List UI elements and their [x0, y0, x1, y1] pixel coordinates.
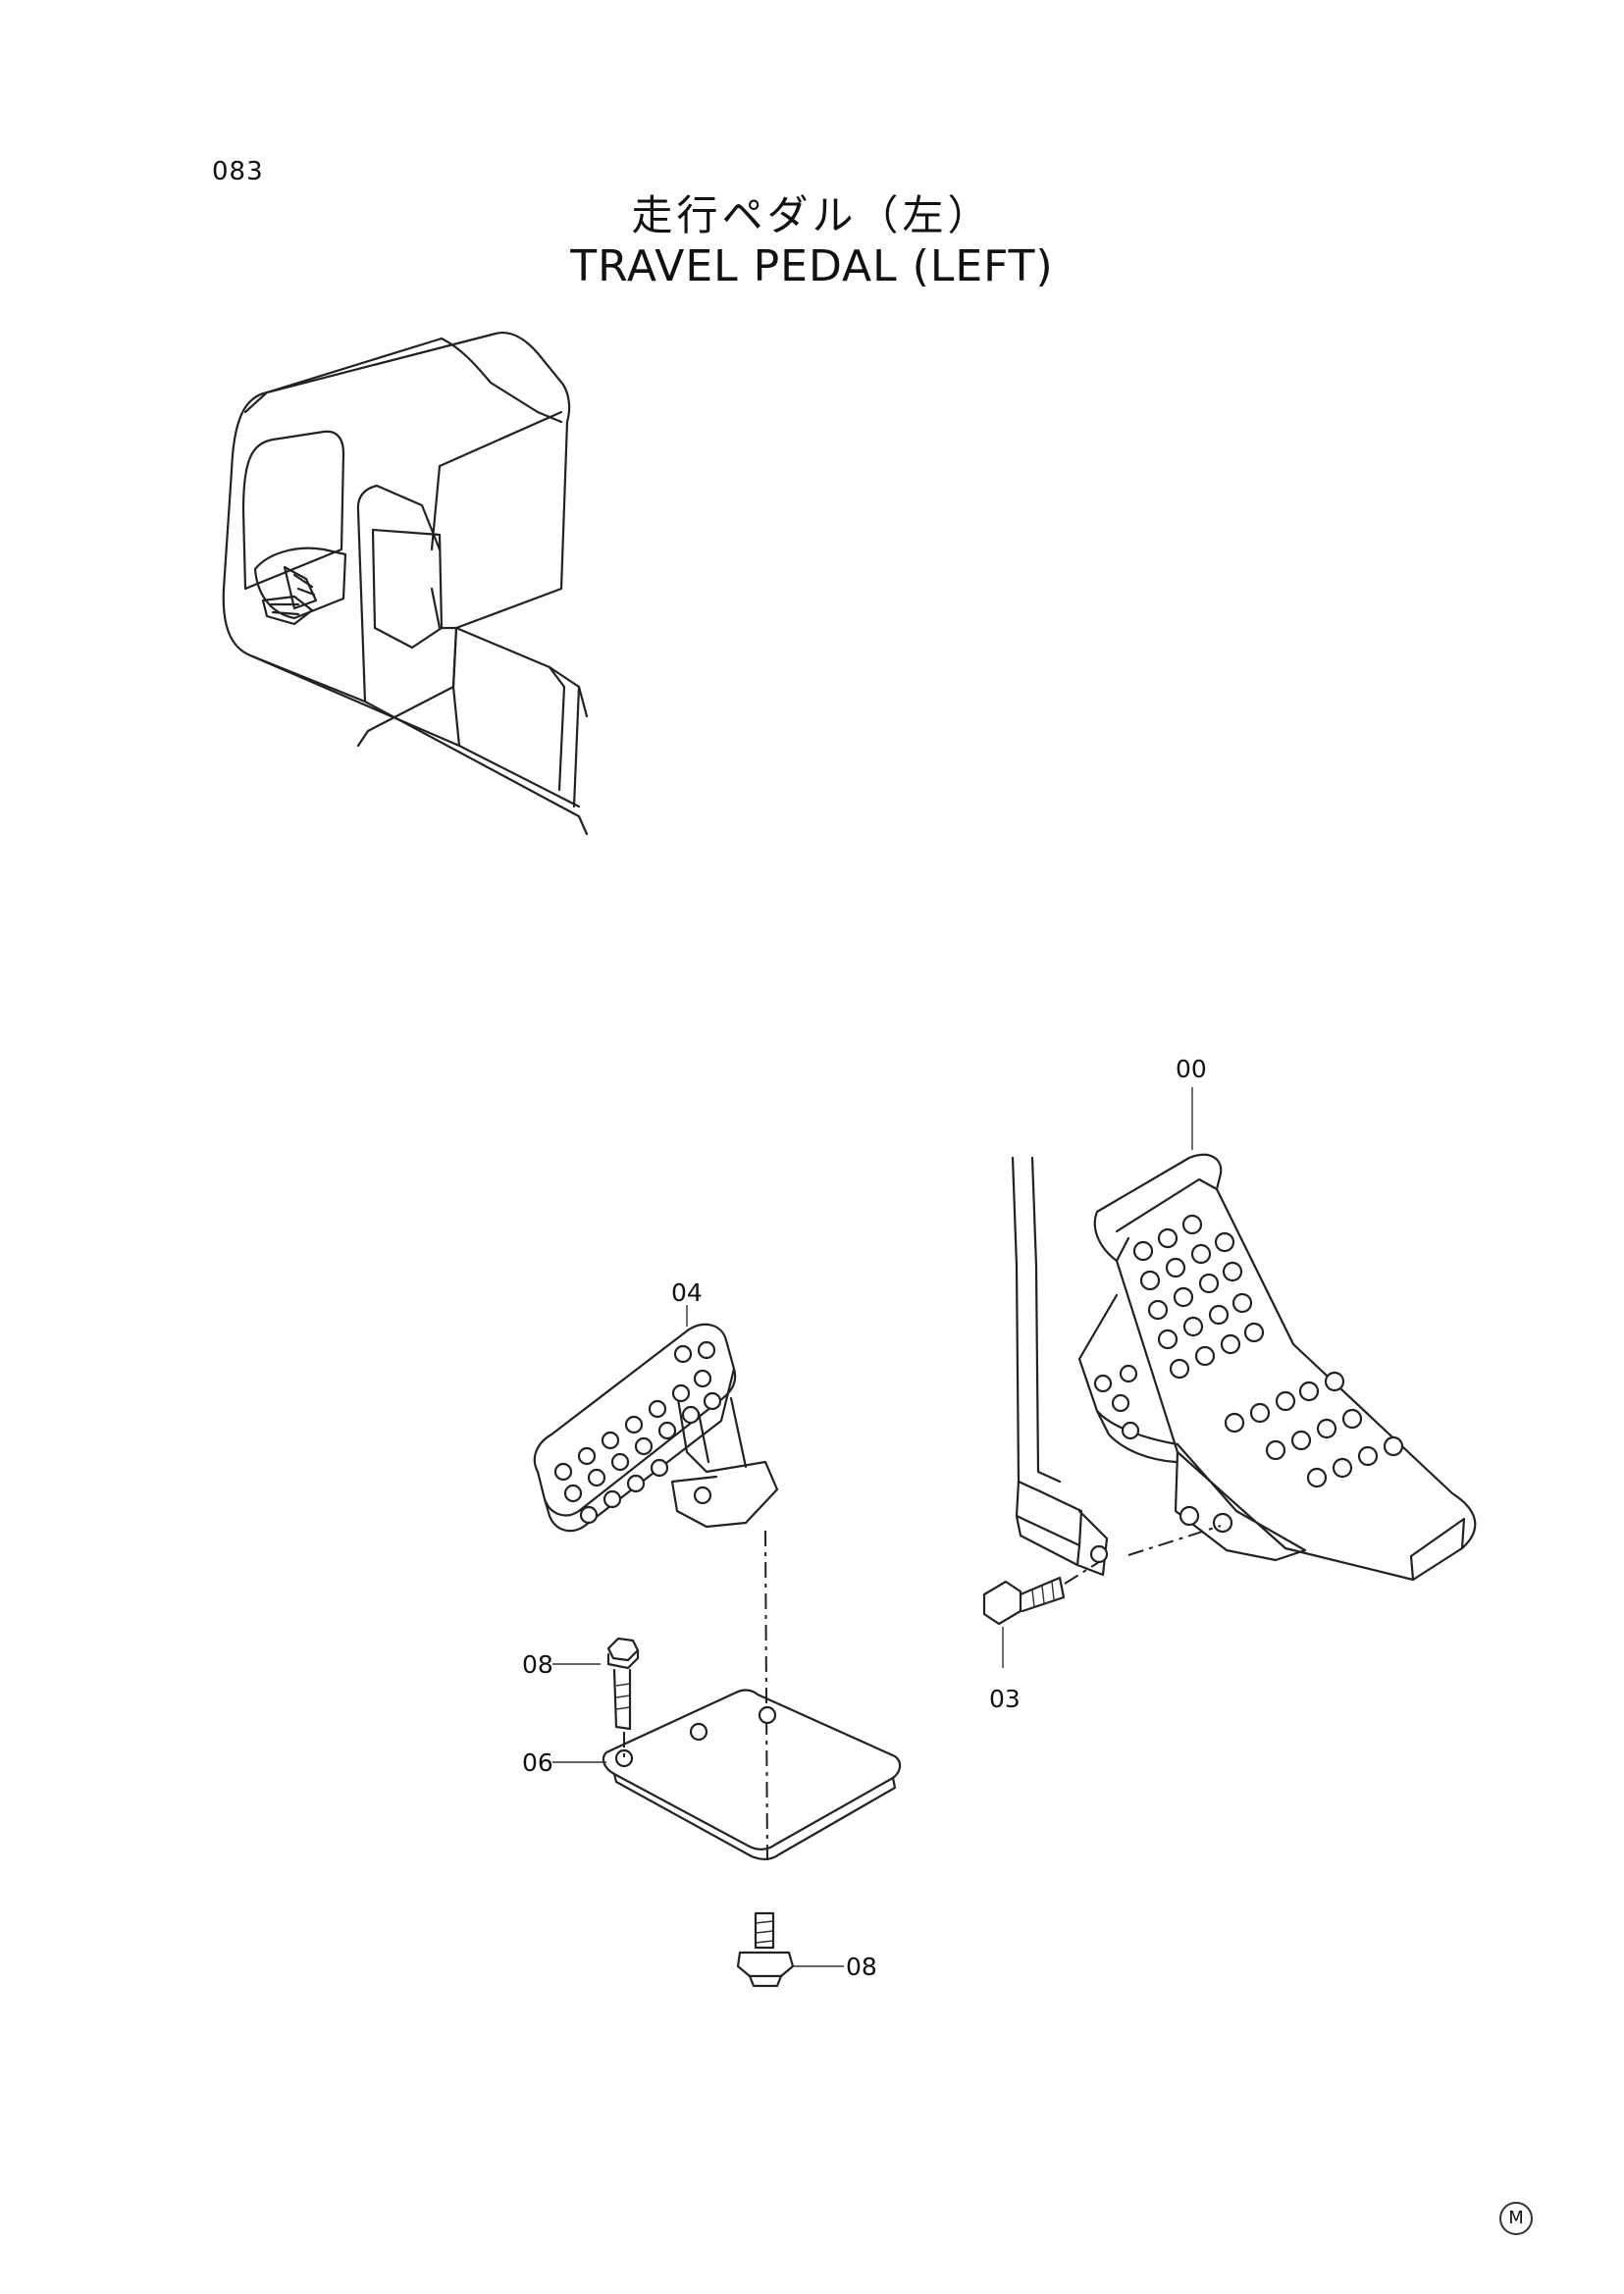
callout-06: 06 [522, 1748, 553, 1777]
pedal-04 [533, 1305, 779, 1865]
bolt-08-top [606, 1637, 640, 1758]
pedal-assembly-00 [1011, 1153, 1477, 1582]
leader-lines [552, 1087, 1193, 1967]
title-english: TRAVEL PEDAL (LEFT) [570, 241, 1054, 291]
bolt-08-bottom [736, 1911, 795, 1988]
callout-00: 00 [1176, 1055, 1207, 1083]
callout-labels: 00 03 04 06 08 08 [522, 1055, 1207, 1981]
callout-04: 04 [671, 1278, 703, 1307]
cab-overview-illustration [222, 331, 589, 836]
pedal-pad-bumps-00 [1093, 1214, 1404, 1488]
plate-06 [602, 1689, 902, 1860]
pedal-pad-bumps-04 [553, 1340, 722, 1525]
title-japanese: 走行ペダル（左） [631, 191, 993, 239]
manufacturer-mark: M [1499, 2202, 1533, 2235]
callout-08-bottom: 08 [846, 1953, 877, 1981]
callout-08-top: 08 [522, 1650, 553, 1679]
bolt-03 [982, 1561, 1100, 1668]
page-number: 083 [212, 157, 264, 186]
callout-03: 03 [989, 1685, 1021, 1713]
